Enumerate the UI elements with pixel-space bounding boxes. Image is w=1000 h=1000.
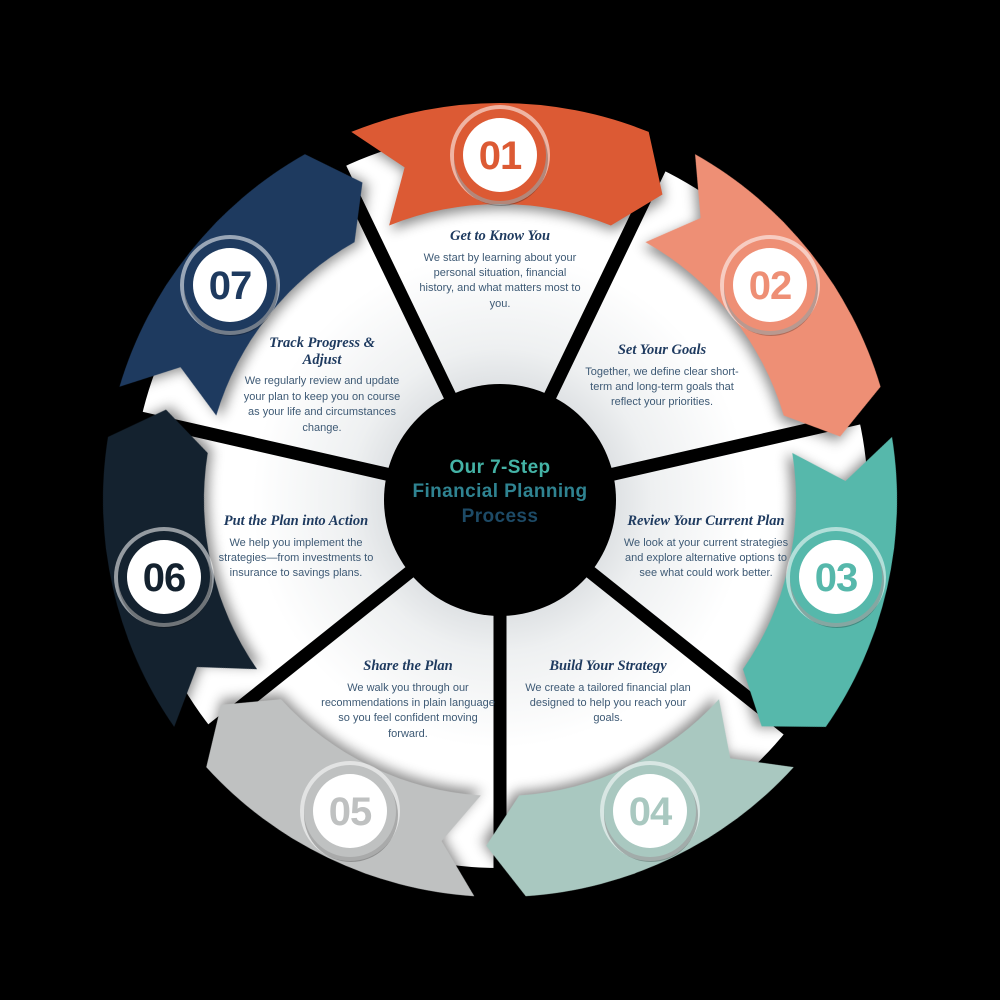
step-1-number: 01 (479, 134, 522, 178)
step-3-number: 03 (815, 556, 858, 600)
step-7-number: 07 (209, 264, 252, 308)
step-7-badge: 07 (180, 235, 280, 336)
step-5-badge: 05 (300, 761, 400, 862)
step-1-badge: 01 (450, 105, 550, 206)
step-1-badge-face (463, 118, 537, 192)
step-2-badge-face (733, 248, 807, 322)
step-6-badge-face (127, 540, 201, 614)
center-hub (384, 384, 616, 616)
step-4-badge: 04 (600, 761, 700, 862)
step-4-badge-face (613, 774, 687, 848)
step-2-number: 02 (749, 264, 792, 308)
step-6-number: 06 (143, 556, 186, 600)
step-6-badge: 06 (114, 527, 214, 628)
step-4-number: 04 (629, 790, 673, 834)
step-7-badge-face (193, 248, 267, 322)
step-5-number: 05 (329, 790, 372, 834)
step-2-badge: 02 (720, 235, 820, 336)
step-3-badge: 03 (786, 527, 886, 628)
step-3-badge-face (799, 540, 873, 614)
step-5-badge-face (313, 774, 387, 848)
